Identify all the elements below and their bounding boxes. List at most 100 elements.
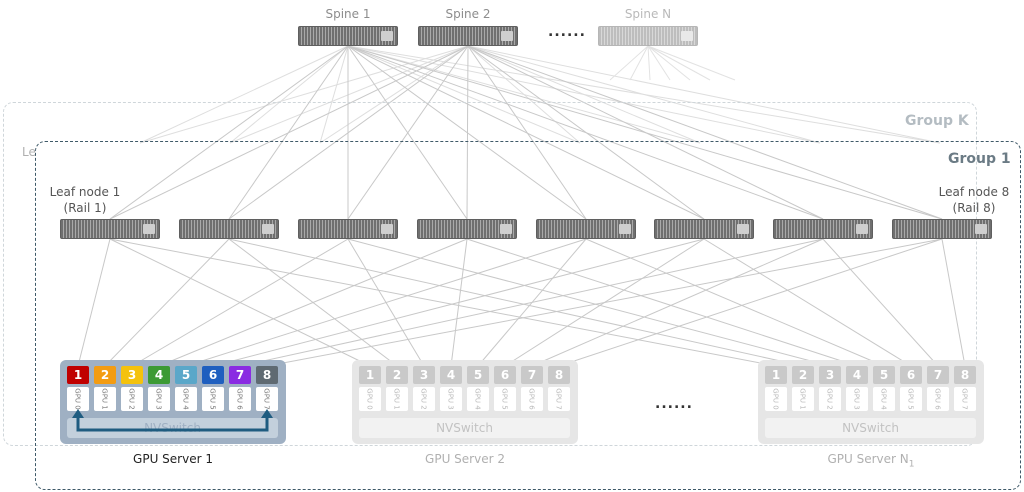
- gpu-label: GPU 6: [527, 388, 536, 410]
- leaf-to-gpu-link: [185, 238, 587, 367]
- gpu-label: GPU 4: [181, 388, 190, 410]
- gpu-cell: GPU 1: [386, 387, 408, 411]
- gpu-rail-number: 3: [413, 366, 435, 384]
- gpu-label: GPU 0: [73, 388, 82, 410]
- spine-to-leaf-link: [467, 45, 705, 220]
- leaf-node-1-switch: [60, 219, 160, 239]
- gpu-cell: GPU 0: [765, 387, 787, 411]
- spine-n-link: [647, 45, 691, 81]
- leaf-to-gpu-link: [531, 238, 824, 367]
- gpu-rail-number: 7: [229, 366, 251, 384]
- group-k-label: Group K: [905, 113, 969, 129]
- spine-n-link: [647, 45, 651, 81]
- gpu-cell: GPU 7: [548, 387, 570, 411]
- gpu-cell: GPU 2: [121, 387, 143, 411]
- leaf-node-1-label: Leaf node 1 (Rail 1): [40, 184, 130, 216]
- gpu-rail-number: 5: [467, 366, 489, 384]
- nvswitch-bar: NVSwitch: [765, 418, 976, 438]
- gpu-rail-number: 2: [792, 366, 814, 384]
- leaf-to-gpu-link: [941, 238, 966, 367]
- gpu-cell: GPU 4: [175, 387, 197, 411]
- gpu-rail-number: 1: [67, 366, 89, 384]
- gpu-rail-number: 1: [359, 366, 381, 384]
- gpu-cell: GPU 5: [494, 387, 516, 411]
- gpu-label: GPU 0: [365, 388, 374, 410]
- gpu-rail-number: 4: [846, 366, 868, 384]
- leaf-to-gpu-link: [585, 238, 885, 367]
- spine-to-groupk-leaf-link: [467, 45, 941, 144]
- gpu-cell: GPU 4: [467, 387, 489, 411]
- gpu-label: GPU 7: [960, 388, 969, 410]
- gpu-label: GPU 5: [500, 388, 509, 410]
- gpu-cell: GPU 0: [67, 387, 89, 411]
- spine-to-leaf-link: [109, 45, 469, 220]
- spine-n-link: [647, 45, 736, 81]
- spine-1-label: Spine 1: [325, 7, 371, 21]
- spine-n-link: [629, 45, 649, 81]
- gpu-label: GPU 1: [100, 388, 109, 410]
- gpu-rail-number: 8: [954, 366, 976, 384]
- gpu-cell: GPU 6: [521, 387, 543, 411]
- gpu-cell: GPU 3: [440, 387, 462, 411]
- spine-n-link: [609, 45, 649, 81]
- gpu-rail-number: 8: [256, 366, 278, 384]
- spine-n-label: Spine N: [624, 7, 672, 21]
- leaf-node-6-switch: [654, 219, 754, 239]
- gpu-cell: GPU 7: [954, 387, 976, 411]
- gpu-server-n-label: GPU Server N1: [761, 452, 981, 469]
- gpu-cell: GPU 2: [413, 387, 435, 411]
- gpu-rail-number: 6: [900, 366, 922, 384]
- spine-to-leaf-link: [467, 45, 943, 220]
- leaf-node-7-switch: [773, 219, 873, 239]
- spine-to-groupk-leaf-link: [139, 45, 469, 144]
- leaf-to-gpu-link: [158, 238, 468, 367]
- gpu-cell: GPU 0: [359, 387, 381, 411]
- spine-to-leaf-link: [347, 45, 469, 220]
- leaf-to-gpu-link: [131, 238, 349, 367]
- gpu-cell: GPU 1: [94, 387, 116, 411]
- leaf-to-gpu-link: [104, 238, 230, 367]
- gpu-rail-number: 5: [175, 366, 197, 384]
- gpu-rail-number: 7: [927, 366, 949, 384]
- gpu-rail-number: 8: [548, 366, 570, 384]
- leaf-to-gpu-link: [703, 238, 912, 367]
- gpu-server-n-subscript: 1: [908, 459, 915, 470]
- gpu-rail-number: 4: [440, 366, 462, 384]
- gpu-cell: GPU 6: [229, 387, 251, 411]
- group-k-box: [3, 102, 977, 446]
- leaf-node-8-label: Leaf node 8 (Rail 8): [928, 184, 1020, 216]
- gpu-rail-number: 6: [202, 366, 224, 384]
- gpu-rail-number: 3: [121, 366, 143, 384]
- gpu-label: GPU 3: [852, 388, 861, 410]
- gpu-label: GPU 3: [446, 388, 455, 410]
- gpu-cell: GPU 7: [256, 387, 278, 411]
- server-ellipsis: ......: [655, 396, 693, 412]
- gpu-rail-number: 6: [494, 366, 516, 384]
- spine-to-leaf-link: [467, 45, 824, 220]
- spine-to-groupk-leaf-link: [229, 45, 469, 144]
- spine-to-leaf-link: [109, 45, 349, 220]
- spine-1-switch: [298, 26, 398, 46]
- leaf-node-8-rail: (Rail 8): [952, 201, 996, 215]
- gpu-label: GPU 4: [879, 388, 888, 410]
- gpu-label: GPU 2: [127, 388, 136, 410]
- gpu-cell: GPU 3: [148, 387, 170, 411]
- gpu-label: GPU 5: [208, 388, 217, 410]
- leaf-node-3-switch: [298, 219, 398, 239]
- spine-n-link: [647, 45, 711, 81]
- leaf-node-1-name: Leaf node 1: [49, 185, 121, 199]
- gpu-label: GPU 2: [825, 388, 834, 410]
- gpu-cell: GPU 5: [900, 387, 922, 411]
- nvswitch-bar: NVSwitch: [67, 418, 278, 438]
- leaf-to-gpu-link: [228, 238, 804, 367]
- spine-to-groupk-leaf-link: [139, 45, 349, 144]
- leaf-to-gpu-link: [109, 238, 777, 367]
- gpu-label: GPU 0: [771, 388, 780, 410]
- gpu-rail-number: 2: [94, 366, 116, 384]
- gpu-cell: GPU 4: [873, 387, 895, 411]
- leaf-to-gpu-link: [822, 238, 939, 367]
- spine-ellipsis: ......: [548, 24, 586, 40]
